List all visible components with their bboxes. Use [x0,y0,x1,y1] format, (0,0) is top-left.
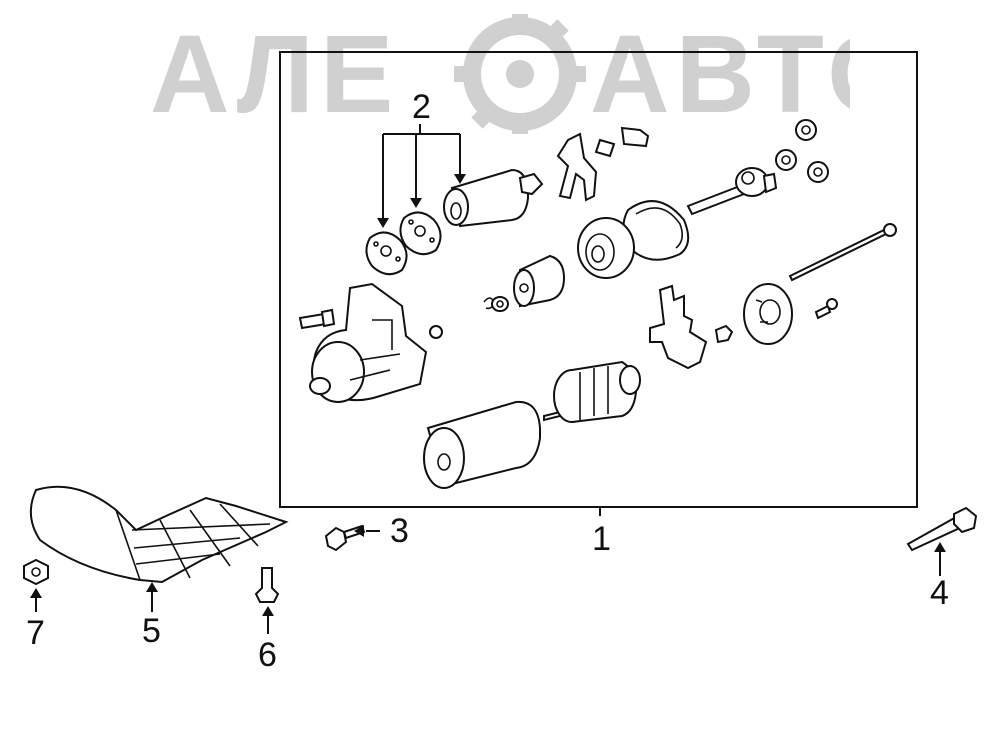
callout-6: 6 [258,636,277,674]
gasket-left [365,231,408,276]
screw-small-mid [714,324,734,344]
output-shaft [686,167,778,216]
bolt-4 [906,506,978,576]
callout-4: 4 [930,574,949,612]
gasket-right [399,211,442,256]
stud-6 [254,567,280,634]
gear-icon [454,14,586,134]
overrunning-clutch [577,217,635,279]
drive-end-housing [309,282,428,403]
callout-1: 1 [592,520,611,558]
through-bolt [788,223,897,282]
nut-7 [23,558,49,612]
armature [543,360,641,423]
watermark-text-right: АВТО [590,14,850,134]
watermark-logo: АЛЕ АВТО [150,14,850,134]
gear-mid [775,149,797,171]
callout-5: 5 [142,612,161,650]
commutator-end-frame [743,283,793,345]
shift-lever [556,132,598,202]
gear-top [795,119,817,141]
callout-2: 2 [412,88,431,126]
gear-right [807,161,829,183]
small-plates [594,126,650,158]
brush-holder [649,284,708,370]
snap-ring-and-collar [483,296,509,312]
bolt-3 [324,524,380,552]
bushing [429,325,443,339]
starter-assembly-frame [279,51,918,508]
watermark-text-left: АЛЕ [150,14,399,134]
heat-shield-5 [29,485,289,612]
solenoid [443,168,544,228]
pinion-drive [513,254,566,308]
callout-7: 7 [26,614,45,652]
yoke-field-frame [423,400,541,489]
callout-3: 3 [390,512,409,550]
callout-2-leaders [377,124,466,228]
bolt-left [298,308,336,330]
screw-small-right [814,298,838,320]
